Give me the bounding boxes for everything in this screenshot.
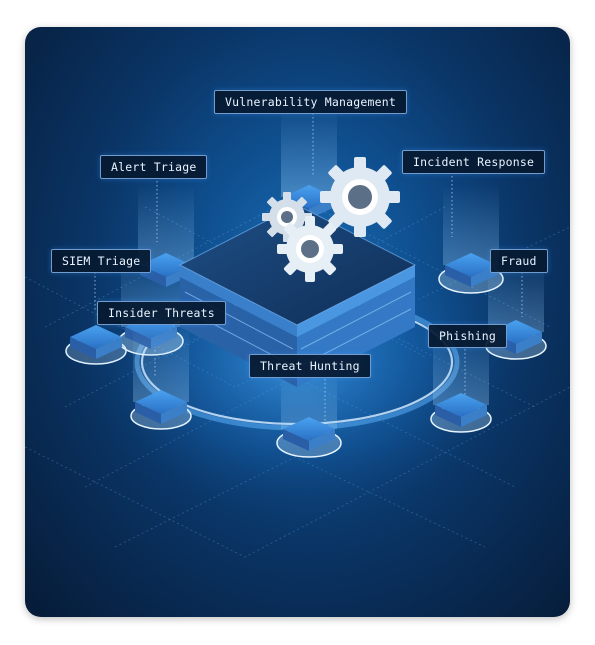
server-node [138,185,194,287]
diagram-canvas: Vulnerability Management Alert Triage In… [25,27,570,617]
network-scene [25,107,570,558]
server-node [276,369,342,458]
gears-icon [262,157,400,282]
label-alert-triage: Alert Triage [100,155,208,179]
server-node [130,322,192,430]
label-vulnerability-management: Vulnerability Management [214,90,407,114]
label-phishing: Phishing [428,324,507,348]
label-siem-triage: SIEM Triage [51,249,152,273]
server-node [65,325,127,365]
label-incident-response: Incident Response [402,150,546,174]
server-node [438,185,504,294]
label-fraud: Fraud [490,249,548,273]
label-insider-threats: Insider Threats [97,301,226,325]
label-threat-hunting: Threat Hunting [249,354,371,378]
